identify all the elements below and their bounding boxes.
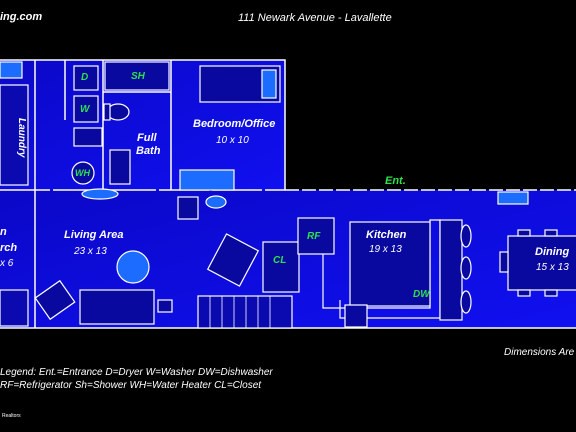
dishwasher-label: DW [413,289,430,300]
shower-label: SH [131,71,145,82]
water-heater-circle [71,161,95,185]
dining-chair-1 [517,229,531,237]
side-table-oval [205,195,227,209]
bath-label-2: Bath [136,145,161,157]
porch-size: x 6 [0,258,14,269]
kitchen-label: Kitchen [366,229,407,241]
laundry-label: Laundry [16,118,27,158]
laundry-counter [73,127,103,147]
site-text: ing.com [0,11,43,23]
stool-1 [460,224,472,248]
toilet-tank [103,103,111,121]
end-table [157,299,173,313]
refrigerator-label: RF [307,231,321,242]
pillow [261,69,277,99]
shower-stall [104,61,170,91]
kitchen-size: 19 x 13 [369,244,402,255]
footer-credit: Realtors [2,413,21,419]
sofa [79,289,155,325]
porch-label-1: n [0,226,7,238]
porch-label-2: rch [0,242,18,254]
stool-2 [460,256,472,280]
dryer-box [73,65,99,91]
dimensions-note: Dimensions Are [504,347,575,358]
stool-3 [460,290,472,314]
legend-line-1: Legend: Ent.=Entrance D=Dryer W=Washer D… [0,367,273,378]
refrigerator [297,217,335,255]
washer-box [73,95,99,123]
fireplace [177,196,199,220]
stove [344,304,368,328]
bedroom-size: 10 x 10 [216,135,249,146]
dryer-label: D [81,72,89,83]
porch-chair [0,289,29,327]
living-label: Living Area [64,229,124,241]
kitchen-table [439,219,463,321]
dining-chair-3 [517,289,531,297]
bedroom-label: Bedroom/Office [193,118,276,130]
stairs [197,295,293,329]
upper-left-block [0,61,23,79]
water-heater-label: WH [75,168,90,178]
armchair-left [34,279,76,321]
dining-chair-4 [544,289,558,297]
round-table [116,250,150,284]
bath-sink [109,149,131,185]
laundry-rug [81,188,119,200]
tall-cabinet [0,84,29,186]
dining-table [507,235,576,291]
address-title: 111 Newark Avenue - Lavallette [238,12,392,24]
washer-label: W [80,104,90,115]
entrance-label: Ent. [385,175,406,187]
legend-line-2: RF=Refrigerator Sh=Shower WH=Water Heate… [0,380,262,391]
closet [262,241,300,293]
living-size: 23 x 13 [74,246,107,257]
desk [179,169,235,191]
dining-corner-block [497,191,529,205]
dining-chair-2 [544,229,558,237]
dining-chair-left [499,251,509,273]
dining-size: 15 x 13 [536,262,569,273]
kitchen-island [349,221,431,307]
bath-label-1: Full [137,132,157,144]
dining-label: Dining [535,246,570,258]
closet-label: CL [273,255,287,266]
recliner [206,233,260,287]
